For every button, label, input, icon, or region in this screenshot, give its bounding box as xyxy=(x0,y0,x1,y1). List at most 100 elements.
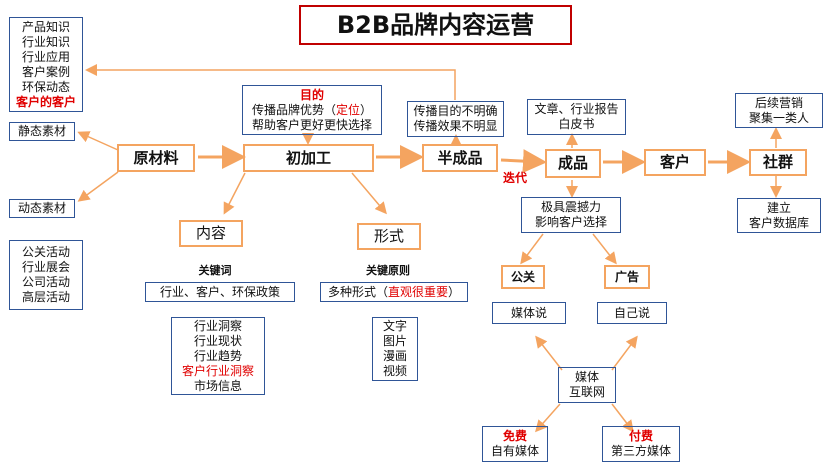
third-party-media-label: 第三方媒体 xyxy=(610,444,671,458)
content-label: 内容 xyxy=(195,224,226,243)
self-says-label: 自己说 xyxy=(613,305,650,320)
static-material-box: 静态素材 xyxy=(9,122,75,141)
self-says-box: 自己说 xyxy=(597,302,667,324)
arrow-init-to-form xyxy=(351,172,387,215)
principle-text: 多种形式（直观很重要） xyxy=(327,284,461,299)
form-item: 文字 xyxy=(382,319,407,333)
reports-line: 白皮书 xyxy=(558,117,595,131)
insight-highlight: 客户行业洞察 xyxy=(181,363,254,378)
initial-processing-box: 初加工 xyxy=(243,144,374,172)
form-list-box: 文字 图片 漫画 视频 xyxy=(372,317,418,381)
knowledge-item: 行业应用 xyxy=(21,49,70,64)
dynamic-material-box: 动态素材 xyxy=(9,199,75,218)
insight-item: 行业洞察 xyxy=(193,318,242,333)
semi-note-line: 传播效果不明显 xyxy=(413,119,498,133)
knowledge-item: 行业知识 xyxy=(21,34,70,49)
build-db-line: 客户数据库 xyxy=(748,215,809,230)
media-says-box: 媒体说 xyxy=(492,302,566,324)
static-material-label: 静态素材 xyxy=(17,124,66,138)
insight-item: 市场信息 xyxy=(193,378,242,393)
media-internet-line: 互联网 xyxy=(568,385,605,399)
semi-finished-label: 半成品 xyxy=(437,148,483,167)
insight-item: 行业现状 xyxy=(193,333,242,348)
follow-up-line: 后续营销 xyxy=(754,95,803,110)
arrow-media-to-free xyxy=(535,403,561,433)
form-label: 形式 xyxy=(373,227,404,246)
build-db-line: 建立 xyxy=(766,200,791,215)
arrow-semi-to-finished xyxy=(500,149,547,174)
arrow-media-to-self-says xyxy=(611,335,638,371)
insight-list-box: 行业洞察 行业现状 行业趋势 客户行业洞察 市场信息 xyxy=(171,317,265,395)
arrow-media-to-media-says xyxy=(535,335,563,371)
finished-box: 成品 xyxy=(545,149,601,178)
pr-label: 公关 xyxy=(510,269,535,284)
semi-note-box: 传播目的不明确 传播效果不明显 xyxy=(407,101,504,137)
community-label: 社群 xyxy=(762,153,793,172)
purpose-box: 目的 传播品牌优势（定位） 帮助客户更好更快选择 xyxy=(242,85,382,135)
arrow-influence-to-pr xyxy=(520,233,544,265)
reports-box: 文章、行业报告 白皮书 xyxy=(527,99,626,135)
follow-up-box: 后续营销 聚集一类人 xyxy=(735,93,823,128)
activity-item: 公关活动 xyxy=(21,245,70,259)
purpose-heading: 目的 xyxy=(299,87,324,102)
dynamic-material-label: 动态素材 xyxy=(17,201,66,215)
arrow-feedback xyxy=(85,64,456,100)
form-item: 漫画 xyxy=(382,349,407,363)
initial-processing-label: 初加工 xyxy=(285,148,331,167)
knowledge-item: 客户案例 xyxy=(21,64,70,79)
media-internet-box: 媒体 互联网 xyxy=(558,367,616,403)
purpose-line2: 帮助客户更好更快选择 xyxy=(251,117,372,132)
keywords-label: 关键词 xyxy=(198,264,232,277)
customer-label: 客户 xyxy=(659,153,690,172)
activity-item: 行业展会 xyxy=(21,260,70,274)
title-box: B2B品牌内容运营 xyxy=(299,5,572,45)
principle-box: 多种形式（直观很重要） xyxy=(320,282,468,302)
media-internet-line: 媒体 xyxy=(574,370,599,384)
arrow-init-to-content xyxy=(223,172,246,215)
finished-label: 成品 xyxy=(557,154,588,173)
free-label: 免费 xyxy=(502,429,527,443)
influence-line: 极具震撼力 xyxy=(540,200,601,214)
free-media-box: 免费 自有媒体 xyxy=(482,426,548,462)
keywords-box: 行业、客户、环保政策 xyxy=(145,282,295,302)
knowledge-item: 环保动态 xyxy=(21,79,70,94)
follow-up-line: 聚集一类人 xyxy=(748,110,809,125)
arrow-raw-to-dynamic xyxy=(77,171,119,202)
media-says-label: 媒体说 xyxy=(510,305,547,320)
semi-finished-box: 半成品 xyxy=(422,144,498,172)
paid-label: 付费 xyxy=(628,429,653,443)
form-item: 图片 xyxy=(382,334,407,348)
ad-box: 广告 xyxy=(604,265,650,289)
iterate-label: 迭代 xyxy=(503,171,528,185)
build-db-box: 建立 客户数据库 xyxy=(737,198,821,233)
customer-box: 客户 xyxy=(644,149,706,176)
arrow-media-to-paid xyxy=(611,403,634,433)
form-item: 视频 xyxy=(382,364,407,378)
keywords-text: 行业、客户、环保政策 xyxy=(159,284,280,299)
own-media-label: 自有媒体 xyxy=(490,444,539,458)
raw-material-box: 原材料 xyxy=(117,144,195,172)
raw-material-label: 原材料 xyxy=(133,148,179,167)
arrow-raw-to-static xyxy=(77,131,119,151)
page-title: B2B品牌内容运营 xyxy=(336,11,535,39)
content-box: 内容 xyxy=(179,220,243,247)
knowledge-item: 产品知识 xyxy=(21,19,70,34)
semi-note-line: 传播目的不明确 xyxy=(413,104,498,118)
reports-line: 文章、行业报告 xyxy=(534,102,619,116)
insight-item: 行业趋势 xyxy=(193,348,242,363)
influence-line: 影响客户选择 xyxy=(534,215,607,229)
purpose-line1: 传播品牌优势（定位） xyxy=(251,102,373,117)
community-box: 社群 xyxy=(749,149,807,176)
knowledge-list-box: 产品知识 行业知识 行业应用 客户案例 环保动态 客户的客户 xyxy=(9,17,83,112)
arrow-influence-to-ad xyxy=(592,233,617,265)
paid-media-box: 付费 第三方媒体 xyxy=(602,426,680,462)
knowledge-highlight: 客户的客户 xyxy=(15,94,76,109)
ad-label: 广告 xyxy=(614,269,639,284)
form-box: 形式 xyxy=(357,223,421,250)
pr-box: 公关 xyxy=(501,265,545,289)
principle-label: 关键原则 xyxy=(366,264,410,277)
influence-box: 极具震撼力 影响客户选择 xyxy=(521,197,621,233)
activity-item: 公司活动 xyxy=(21,275,70,289)
activity-item: 高层活动 xyxy=(21,290,70,304)
